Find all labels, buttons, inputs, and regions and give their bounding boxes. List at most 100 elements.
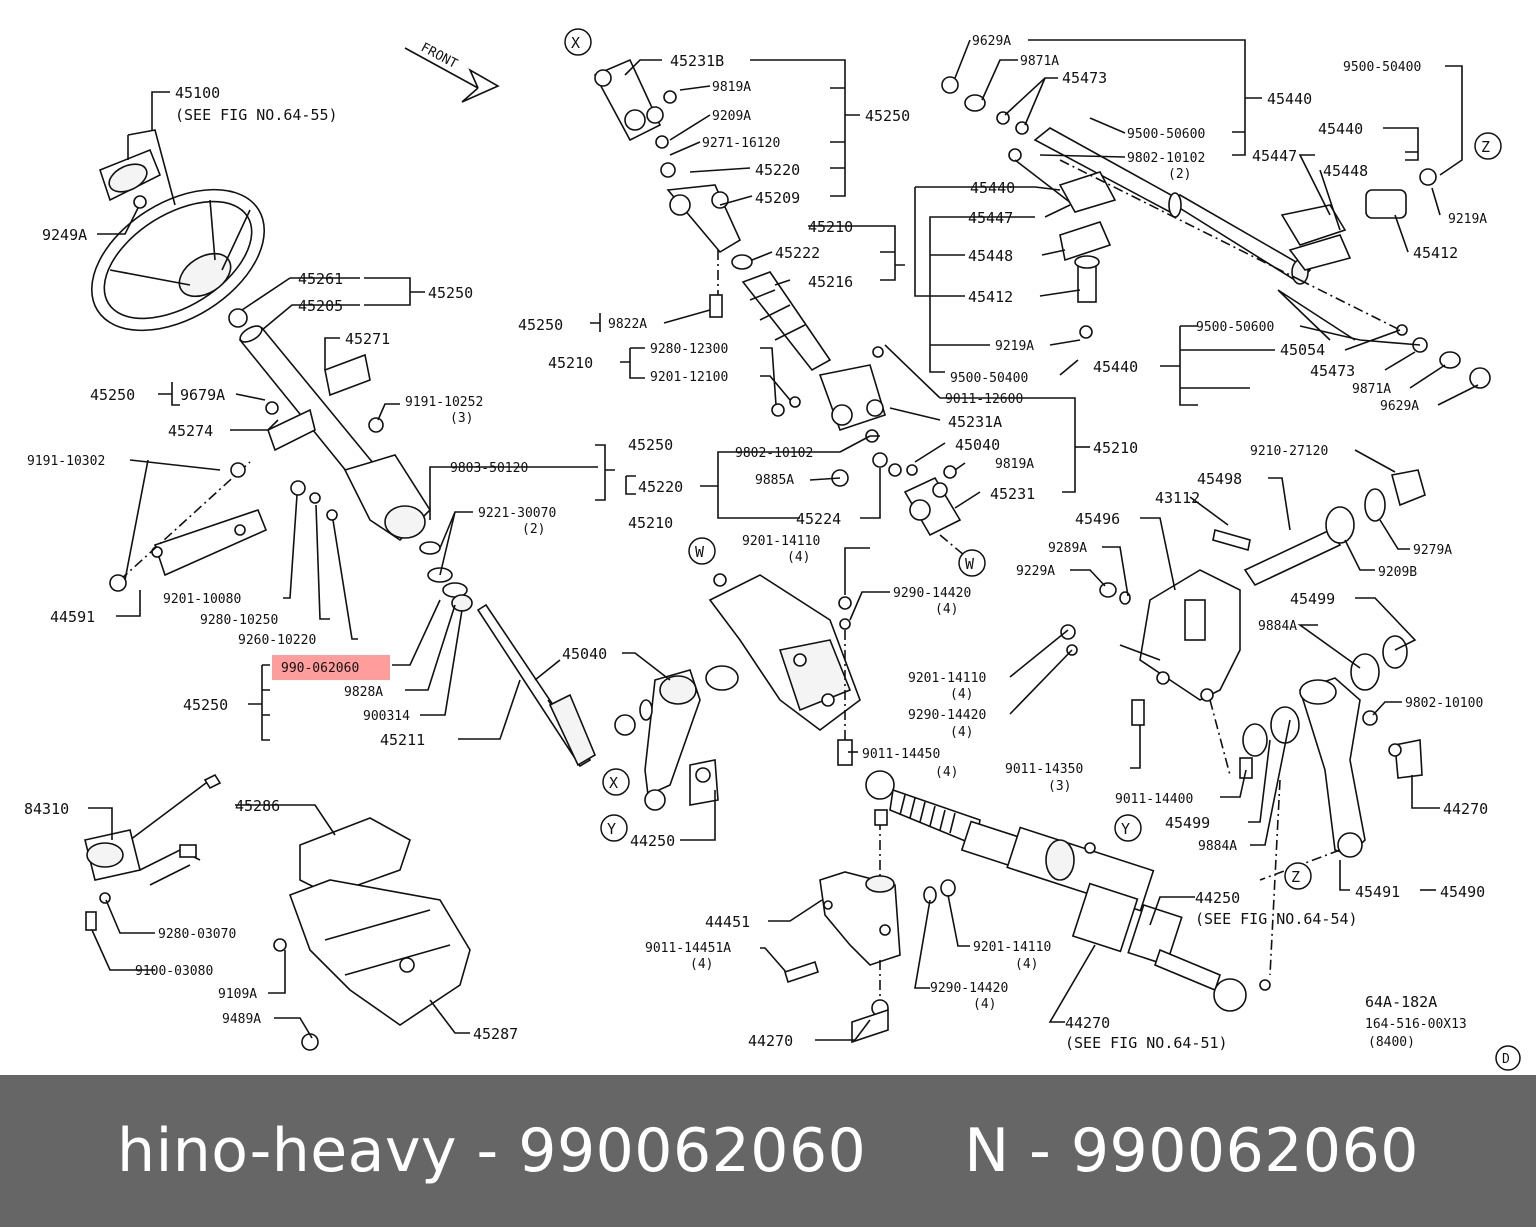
part-label: 9500-50400 <box>950 371 1028 386</box>
part-label: (4) <box>935 602 958 617</box>
part-label: 45231A <box>948 413 1002 431</box>
part-label: 45220 <box>638 478 683 496</box>
part-label: 45499 <box>1290 590 1335 608</box>
part-label: (SEE FIG NO.64-54) <box>1195 910 1358 928</box>
drag-link-drawing <box>941 76 1491 389</box>
part-label: 900314 <box>363 709 410 724</box>
part-label: 9500-50600 <box>1127 127 1205 142</box>
part-label: 45261 <box>298 270 343 288</box>
part-label: 45040 <box>955 436 1000 454</box>
part-label: 45440 <box>1093 358 1138 376</box>
part-label: 9290-14420 <box>930 981 1008 996</box>
part-label: 9629A <box>972 34 1011 49</box>
part-label: 45222 <box>775 244 820 262</box>
marker-z-bottom: Z <box>1291 868 1300 886</box>
part-label: 9280-12300 <box>650 342 728 357</box>
part-label: 45100 <box>175 84 220 102</box>
part-label: 9871A <box>1020 54 1059 69</box>
part-label: 9884A <box>1198 839 1237 854</box>
right-bracket-drawing <box>1060 469 1426 976</box>
part-label: 44250 <box>630 832 675 850</box>
part-label: 45250 <box>428 284 473 302</box>
part-label: 45271 <box>345 330 390 348</box>
steering-parts-drawing: FRONT <box>24 28 1521 1071</box>
part-label: 9802-10100 <box>1405 696 1483 711</box>
part-label: 45440 <box>1318 120 1363 138</box>
part-label: 9191-10302 <box>27 454 105 469</box>
part-label: 43112 <box>1155 489 1200 507</box>
part-label: 9011-14350 <box>1005 762 1083 777</box>
part-label: 9209A <box>712 109 751 124</box>
part-label: 45054 <box>1280 341 1325 359</box>
part-label: 45447 <box>968 209 1013 227</box>
part-label: 45250 <box>628 436 673 454</box>
highlight-box <box>272 655 390 680</box>
part-label: 45224 <box>796 510 841 528</box>
part-label: 9109A <box>218 987 257 1002</box>
gear-box-drawing <box>614 573 861 811</box>
part-label: 9489A <box>222 1012 261 1027</box>
part-label: 44270 <box>1065 1014 1110 1032</box>
part-label: 9802-10102 <box>735 446 813 461</box>
part-label: 45496 <box>1075 510 1120 528</box>
power-cylinder-drawing <box>784 770 1271 1044</box>
footer-text: hino-heavy - 990062060 N - 990062060 <box>117 1116 1419 1186</box>
marker-circles: X X W W Y Y Z Z D <box>564 28 1521 1071</box>
leader-lines <box>88 39 1479 1041</box>
part-label: (4) <box>1015 957 1038 972</box>
part-label: 9191-10252 <box>405 395 483 410</box>
part-labels: 45100 (SEE FIG NO.64-55) 9249A 45261 452… <box>24 34 1488 1052</box>
ref-code: 64A-182A <box>1365 993 1437 1011</box>
part-label: 44270 <box>1443 800 1488 818</box>
part-label: (4) <box>973 997 996 1012</box>
part-label: 9802-10102 <box>1127 151 1205 166</box>
part-label: (3) <box>1048 779 1071 794</box>
steering-wheel-drawing <box>90 129 266 332</box>
part-label: 9209B <box>1378 565 1417 580</box>
marker-w-right: W <box>965 555 975 573</box>
part-label: 9279A <box>1413 543 1452 558</box>
part-label: 45491 <box>1355 883 1400 901</box>
marker-x-top: X <box>571 34 580 52</box>
part-label: 9819A <box>712 80 751 95</box>
part-label: 9011-14400 <box>1115 792 1193 807</box>
marker-x-bottom: X <box>609 774 618 792</box>
marker-z-top: Z <box>1481 138 1490 156</box>
part-label: 9260-10220 <box>238 633 316 648</box>
part-label: (SEE FIG NO.64-51) <box>1065 1034 1228 1052</box>
part-label: 45473 <box>1310 362 1355 380</box>
part-label: 9100-03080 <box>135 964 213 979</box>
part-label: 45498 <box>1197 470 1242 488</box>
part-label: 9803-50120 <box>450 461 528 476</box>
part-label: 9819A <box>995 457 1034 472</box>
part-label: 45412 <box>968 288 1013 306</box>
part-label: 84310 <box>24 800 69 818</box>
part-label: 9210-27120 <box>1250 444 1328 459</box>
marker-y-right: Y <box>1121 820 1130 838</box>
upper-shaft-drawing <box>593 58 971 561</box>
part-label: 44270 <box>748 1032 793 1050</box>
part-label: 9885A <box>755 473 794 488</box>
ref-sub2: (8400) <box>1368 1035 1415 1050</box>
part-label: (SEE FIG NO.64-55) <box>175 106 338 124</box>
part-label: 9201-10080 <box>163 592 241 607</box>
part-label: 9289A <box>1048 541 1087 556</box>
part-label: 9290-14420 <box>908 708 986 723</box>
part-label: 45250 <box>183 696 228 714</box>
part-label: 9629A <box>1380 399 1419 414</box>
part-label: 44451 <box>705 913 750 931</box>
part-label: (2) <box>1168 167 1191 182</box>
part-label: 44591 <box>50 608 95 626</box>
part-label: 45250 <box>90 386 135 404</box>
part-label: 9219A <box>995 339 1034 354</box>
part-label: 9221-30070 <box>478 506 556 521</box>
part-label: (3) <box>450 411 473 426</box>
part-label: 9011-12600 <box>945 392 1023 407</box>
marker-y-left: Y <box>607 820 616 838</box>
part-label: 45209 <box>755 189 800 207</box>
part-label: 9500-50600 <box>1196 320 1274 335</box>
part-label: 9201-14110 <box>742 534 820 549</box>
part-label: 45250 <box>518 316 563 334</box>
part-label: 9280-10250 <box>200 613 278 628</box>
part-label: 45440 <box>970 179 1015 197</box>
